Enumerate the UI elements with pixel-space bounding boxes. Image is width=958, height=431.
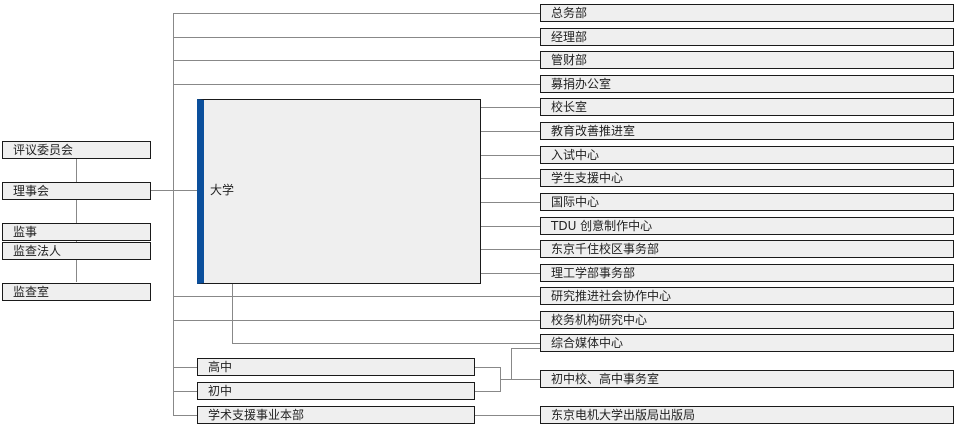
node-science-office: 理工学部事务部: [540, 264, 954, 282]
node-jh-office: 初中校、高中事务室: [540, 370, 954, 388]
high-school-out-line: [475, 367, 500, 368]
connector-junior-high: [173, 391, 197, 392]
connector-student-support: [481, 178, 540, 179]
connector-finance: [173, 60, 540, 61]
node-management: 经理部: [540, 28, 954, 46]
trunk-line: [173, 13, 174, 416]
board-to-trunk-line: [151, 190, 197, 191]
connector-president-office: [481, 107, 540, 108]
node-tdu-creative: TDU 创意制作中心: [540, 217, 954, 235]
node-auditor: 监事: [2, 223, 151, 241]
node-press: 东京电机大学出版局出版局: [540, 406, 954, 424]
connector-high-school: [173, 367, 197, 368]
connector-media-center: [232, 343, 540, 344]
node-junior-high: 初中: [197, 382, 475, 400]
node-international: 国际中心: [540, 193, 954, 211]
node-university-label: 大学: [210, 183, 235, 197]
node-general-affairs: 总务部: [540, 4, 954, 22]
node-student-support: 学生支援中心: [540, 169, 954, 187]
node-education-reform: 教育改善推进室: [540, 122, 954, 140]
node-university: 大学: [197, 99, 481, 284]
connector-management: [173, 37, 540, 38]
node-fundraising: 募捐办公室: [540, 75, 954, 93]
node-high-school: 高中: [197, 358, 475, 376]
node-audit-corp: 监查法人: [2, 242, 151, 260]
connector-general-affairs: [173, 13, 540, 14]
media-join-line: [511, 348, 512, 379]
connector-fundraising: [173, 84, 540, 85]
node-senju-office: 东京千住校区事务部: [540, 240, 954, 258]
university-down-line: [232, 284, 233, 344]
node-president-office: 校长室: [540, 98, 954, 116]
connector-research-coop: [173, 296, 540, 297]
connector-science-office: [481, 273, 540, 274]
node-board: 理事会: [2, 182, 151, 200]
node-review-committee: 评议委员会: [2, 141, 151, 159]
connector-tdu-creative: [481, 226, 540, 227]
connector-jh-office: [500, 379, 540, 380]
node-institution-research: 校务机构研究中心: [540, 311, 954, 329]
junior-high-out-line: [475, 391, 500, 392]
connector-senju-office: [481, 249, 540, 250]
node-academic-support: 学术支援事业本部: [197, 406, 475, 424]
node-audit-office: 监查室: [2, 283, 151, 301]
node-admissions: 入试中心: [540, 146, 954, 164]
connector-admissions: [481, 155, 540, 156]
node-media-center: 综合媒体中心: [540, 334, 954, 352]
node-research-coop: 研究推进社会协作中心: [540, 287, 954, 305]
media-join-top-line: [511, 348, 540, 349]
connector-international: [481, 202, 540, 203]
connector-institution-research: [173, 320, 540, 321]
node-finance: 管财部: [540, 51, 954, 69]
connector-press: [475, 415, 540, 416]
left-column-line: [76, 159, 77, 282]
connector-academic-support: [173, 415, 197, 416]
connector-education-reform: [481, 131, 540, 132]
